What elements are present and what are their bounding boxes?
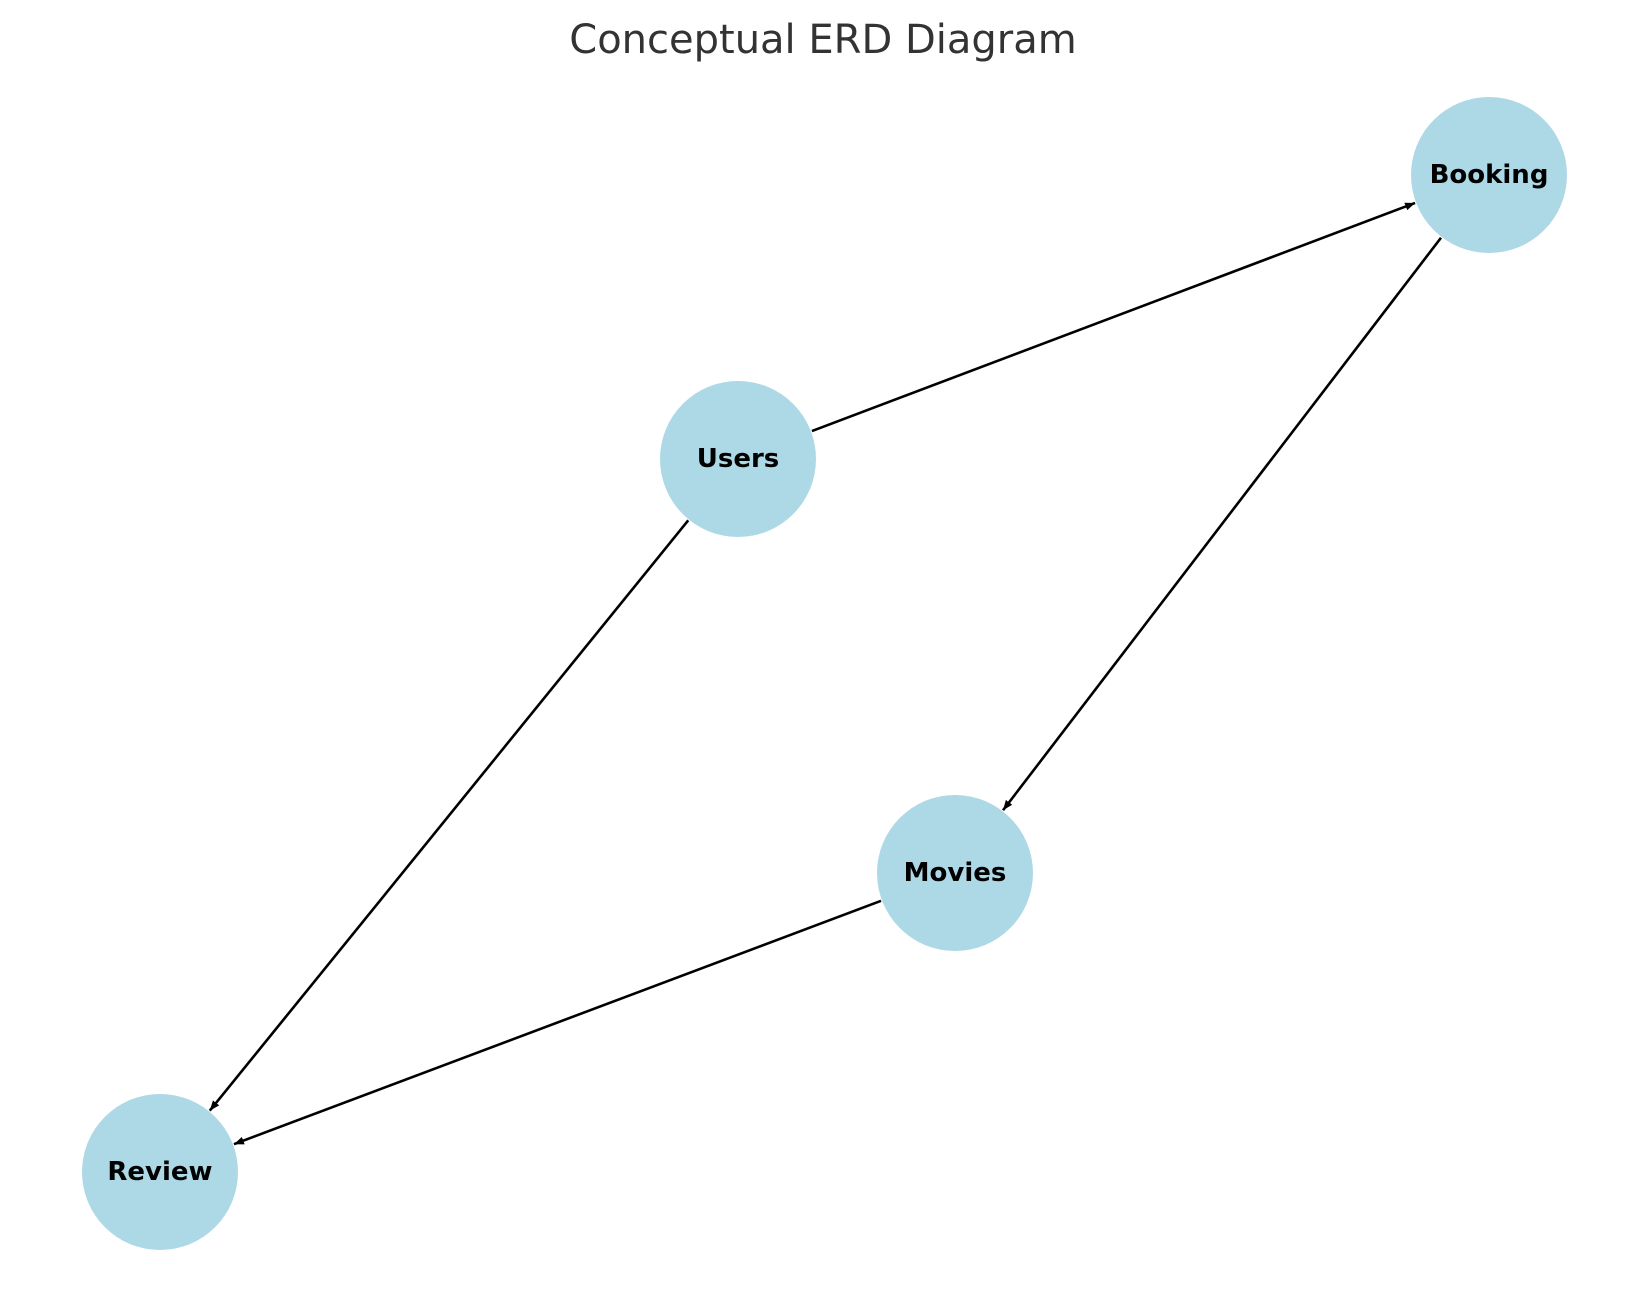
- node-users-circle: [660, 381, 816, 537]
- edge-movies-to-review: [233, 899, 882, 1146]
- node-movies-circle: [877, 795, 1033, 951]
- edges-layer: [208, 201, 1443, 1146]
- node-booking-circle: [1411, 97, 1567, 253]
- node-review-circle: [82, 1094, 238, 1250]
- node-movies[interactable]: Movies: [877, 795, 1033, 951]
- node-movies-label: Movies: [904, 858, 1007, 888]
- node-booking[interactable]: Booking: [1411, 97, 1567, 253]
- nodes-layer: Users Booking Movies Review: [82, 97, 1567, 1250]
- node-review[interactable]: Review: [82, 1094, 238, 1250]
- edge-booking-to-movies: [1001, 236, 1443, 812]
- diagram-title: Conceptual ERD Diagram: [569, 17, 1076, 63]
- edge-users-to-booking: [811, 201, 1416, 433]
- node-users[interactable]: Users: [660, 381, 816, 537]
- node-users-label: Users: [697, 444, 780, 474]
- node-review-label: Review: [107, 1157, 212, 1187]
- edge-users-to-review: [208, 519, 690, 1112]
- node-booking-label: Booking: [1430, 160, 1549, 190]
